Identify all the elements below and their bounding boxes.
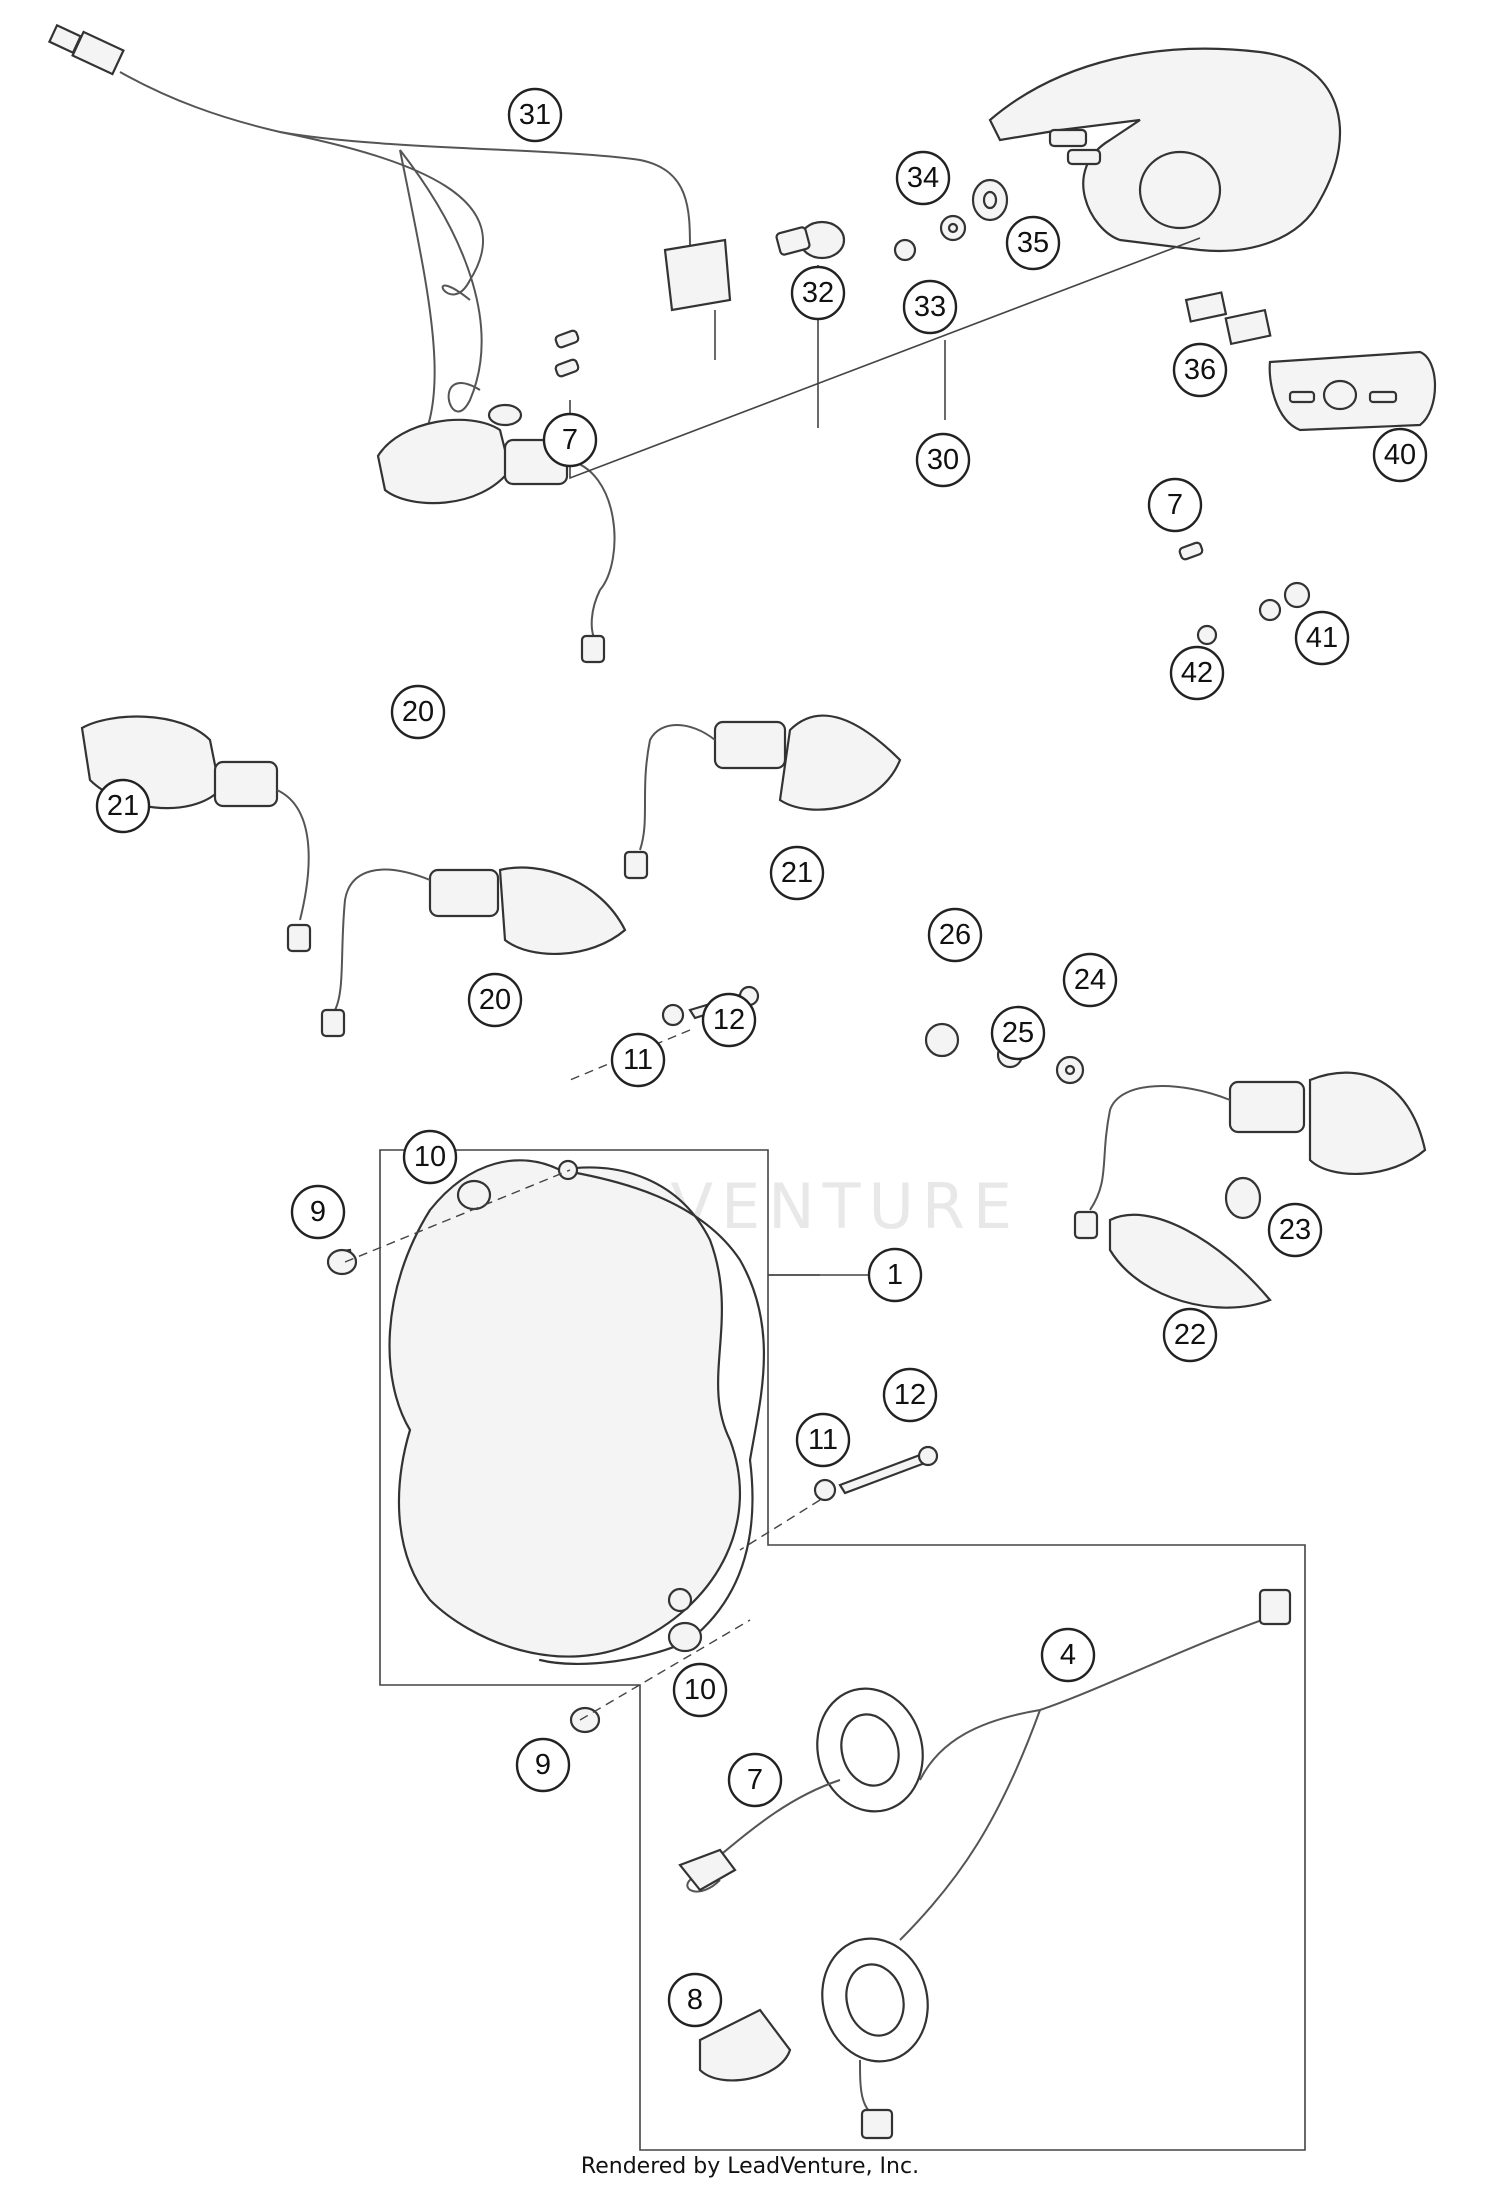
- callout-label: 33: [914, 291, 946, 323]
- callout-label: 10: [684, 1674, 716, 1706]
- callout-10b: 10: [672, 1662, 728, 1718]
- callout-label: 23: [1279, 1214, 1311, 1246]
- callout-4: 4: [1040, 1627, 1096, 1683]
- callout-label: 36: [1184, 354, 1216, 386]
- callout-label: 26: [939, 919, 971, 951]
- callout-20b: 20: [467, 972, 523, 1028]
- callout-23: 23: [1267, 1202, 1323, 1258]
- callout-label: 32: [802, 277, 834, 309]
- callout-30: 30: [915, 432, 971, 488]
- callout-label: 25: [1002, 1017, 1034, 1049]
- callout-label: 41: [1306, 622, 1338, 654]
- signal-hardware-drawing: [924, 1022, 1085, 1085]
- callout-42: 42: [1169, 645, 1225, 701]
- callout-9a: 9: [290, 1184, 346, 1240]
- callout-7c: 7: [727, 1752, 783, 1808]
- callout-12b: 12: [882, 1367, 938, 1423]
- callout-label: 21: [107, 790, 139, 822]
- callout-label: 10: [414, 1141, 446, 1173]
- callout-label: 7: [747, 1764, 763, 1796]
- callout-label: 40: [1384, 439, 1416, 471]
- headlight-hardware-drawing: [326, 985, 939, 1734]
- callout-label: 21: [781, 857, 813, 889]
- callout-41: 41: [1294, 610, 1350, 666]
- license-light-drawing: [1196, 350, 1437, 646]
- taillight-hardware-drawing: [893, 178, 1009, 262]
- callout-label: 7: [1167, 489, 1183, 521]
- adhesive-pads-drawing: [1184, 291, 1272, 346]
- tail-bulb-drawing: [775, 220, 846, 260]
- callout-24: 24: [1062, 952, 1118, 1008]
- callout-label: 31: [519, 99, 551, 131]
- callout-7a: 7: [542, 412, 598, 468]
- wiring-harness-drawing: [47, 23, 732, 473]
- callout-label: 12: [713, 1004, 745, 1036]
- callout-22: 22: [1162, 1307, 1218, 1363]
- callout-label: 9: [310, 1196, 326, 1228]
- headlight-drawing: [388, 1159, 766, 1665]
- callout-label: 35: [1017, 227, 1049, 259]
- callout-label: 20: [402, 696, 434, 728]
- callout-9b: 9: [515, 1737, 571, 1793]
- turn-signals-drawing: [80, 418, 1427, 1309]
- callout-label: 22: [1174, 1319, 1206, 1351]
- callout-20a: 20: [390, 684, 446, 740]
- callout-25: 25: [990, 1005, 1046, 1061]
- callout-33: 33: [902, 279, 958, 335]
- callout-31: 31: [507, 87, 563, 143]
- callout-40: 40: [1372, 427, 1428, 483]
- callout-label: 34: [907, 162, 939, 194]
- callout-26: 26: [927, 907, 983, 963]
- taillight-housing-drawing: [988, 47, 1342, 252]
- footer-credit: Rendered by LeadVenture, Inc.: [580, 2154, 920, 2179]
- callout-8: 8: [667, 1972, 723, 2028]
- callout-1: 1: [867, 1247, 923, 1303]
- callout-label: 20: [479, 984, 511, 1016]
- callout-12a: 12: [701, 992, 757, 1048]
- callout-35: 35: [1005, 215, 1061, 271]
- callout-label: 9: [535, 1749, 551, 1781]
- headlight-harness-drawing: [678, 1588, 1292, 2140]
- callout-label: 42: [1181, 657, 1213, 689]
- callout-11b: 11: [795, 1412, 851, 1468]
- callout-label: 1: [887, 1259, 903, 1291]
- callout-label: 4: [1060, 1639, 1076, 1671]
- callout-label: 7: [562, 424, 578, 456]
- callout-label: 24: [1074, 964, 1106, 996]
- callout-label: 30: [927, 444, 959, 476]
- callout-10a: 10: [402, 1129, 458, 1185]
- callout-32: 32: [790, 265, 846, 321]
- callout-21b: 21: [769, 845, 825, 901]
- callout-36: 36: [1172, 342, 1228, 398]
- callout-11a: 11: [610, 1032, 666, 1088]
- callout-34: 34: [895, 150, 951, 206]
- callout-label: 12: [894, 1379, 926, 1411]
- callout-21a: 21: [95, 778, 151, 834]
- callout-label: 11: [808, 1424, 838, 1456]
- callout-7b: 7: [1147, 477, 1203, 533]
- callout-label: 8: [687, 1984, 703, 2016]
- callout-label: 11: [623, 1044, 653, 1076]
